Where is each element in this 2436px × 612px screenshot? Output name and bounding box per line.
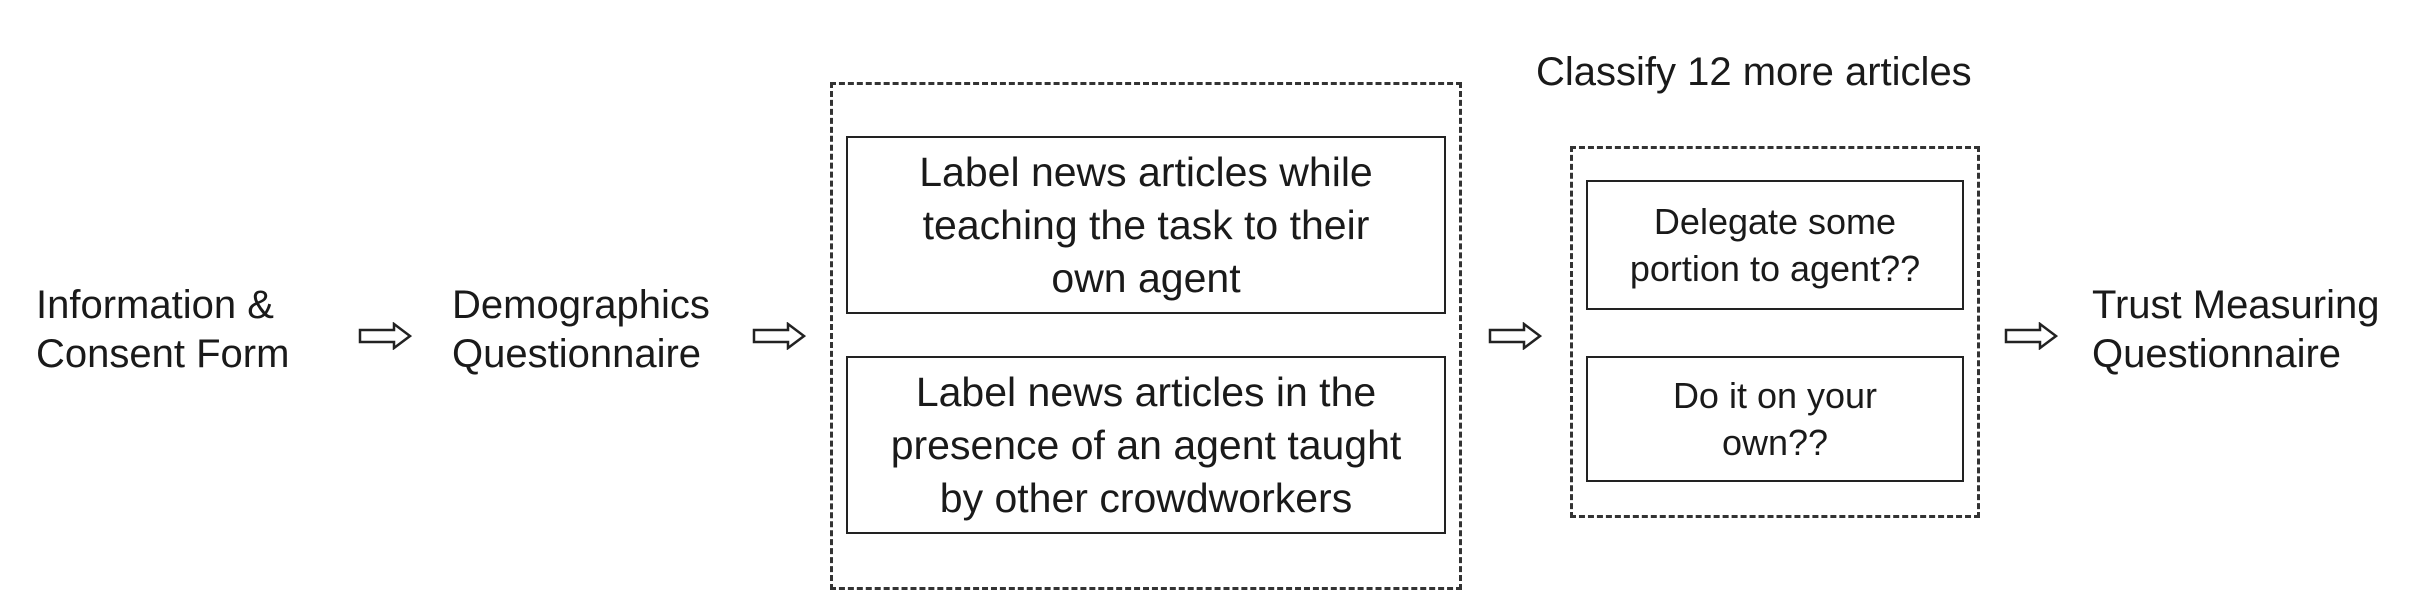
classify-more-articles-heading: Classify 12 more articles (1536, 50, 1972, 94)
option-delegate-box: Delegate some portion to agent?? (1586, 180, 1964, 310)
option-delegate-line-1: Delegate some (1653, 201, 1897, 242)
condition-teach-line-2: teaching the task to their (922, 201, 1370, 248)
condition-presence-of-agent-box: Label news articles in the presence of a… (846, 356, 1446, 534)
option-delegate-line-2: portion to agent?? (1629, 248, 1921, 289)
condition-presence-line-2: presence of an agent taught (890, 421, 1402, 468)
classification-choice-group (1570, 146, 1980, 518)
step-demographics-line-2: Questionnaire (452, 332, 702, 376)
step-consent-line-2: Consent Form (36, 332, 290, 376)
option-do-own-line-2: own?? (1721, 422, 1829, 463)
labeling-conditions-group (830, 82, 1462, 590)
condition-presence-line-3: by other crowdworkers (939, 474, 1353, 521)
hollow-right-arrow-icon (358, 322, 412, 350)
step-demographics-line-1: Demographics (452, 283, 710, 327)
condition-teach-line-1: Label news articles while (919, 148, 1373, 195)
step-trust-questionnaire: Trust Measuring Questionnaire (2092, 281, 2380, 379)
hollow-right-arrow-icon (1488, 322, 1542, 350)
option-do-own-line-1: Do it on your (1672, 375, 1878, 416)
step-consent-form: Information & Consent Form (36, 281, 289, 379)
condition-teach-line-3: own agent (1051, 254, 1241, 301)
step-demographics-questionnaire: Demographics Questionnaire (452, 281, 710, 379)
step-consent-line-1: Information & (36, 283, 274, 327)
condition-teach-own-agent-box: Label news articles while teaching the t… (846, 136, 1446, 314)
step-trust-line-1: Trust Measuring (2092, 283, 2380, 327)
hollow-right-arrow-icon (2004, 322, 2058, 350)
hollow-right-arrow-icon (752, 322, 806, 350)
condition-presence-line-1: Label news articles in the (915, 368, 1377, 415)
option-do-own-box: Do it on your own?? (1586, 356, 1964, 482)
step-trust-line-2: Questionnaire (2092, 332, 2342, 376)
